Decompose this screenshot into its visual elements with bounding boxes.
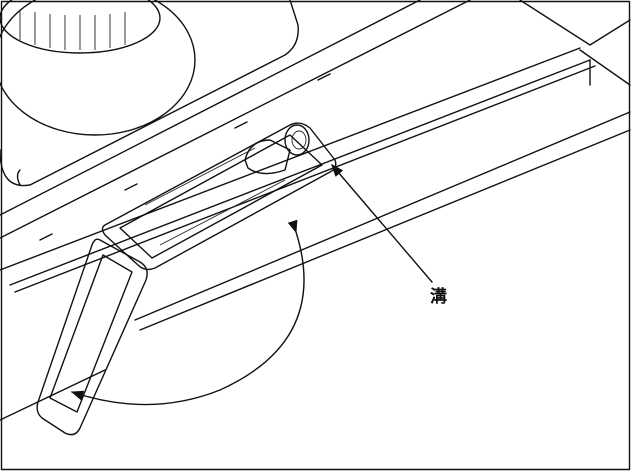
groove-label: 溝 <box>430 287 447 307</box>
front-panel <box>0 0 631 421</box>
groove-leader-line <box>331 164 433 283</box>
burner <box>0 0 196 136</box>
vent-slots <box>39 73 331 241</box>
rotation-arrow <box>70 219 305 406</box>
cooktop <box>0 0 631 216</box>
